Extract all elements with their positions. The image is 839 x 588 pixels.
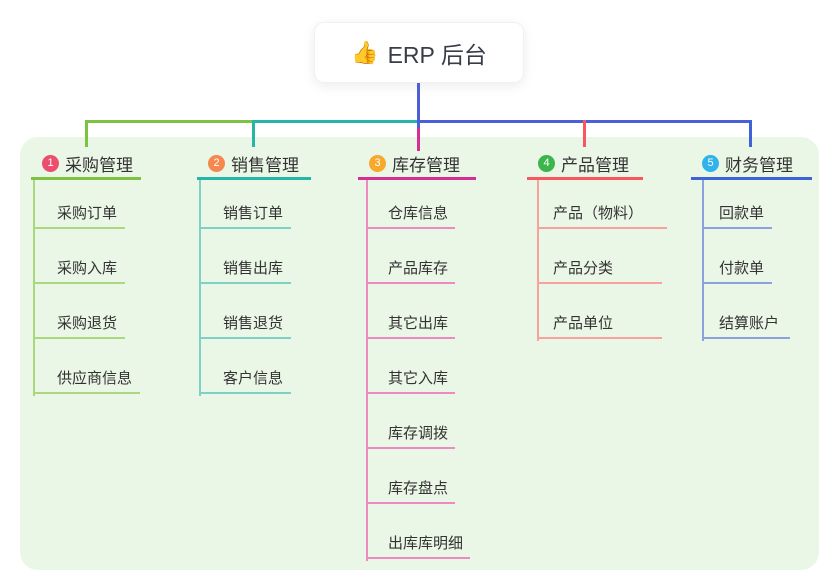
list-item[interactable]: 库存调拨 xyxy=(366,421,455,449)
branch-title-product[interactable]: 4 产品管理 xyxy=(527,149,643,180)
list-item[interactable]: 供应商信息 xyxy=(33,366,140,394)
branch-title-inventory[interactable]: 3 库存管理 xyxy=(358,149,476,180)
mindmap-panel xyxy=(20,137,819,570)
list-item[interactable]: 产品（物料） xyxy=(537,201,667,229)
branch-title-finance[interactable]: 5 财务管理 xyxy=(691,149,812,180)
badge-5: 5 xyxy=(702,154,719,172)
connector-drop-purchase xyxy=(85,120,88,147)
list-item[interactable]: 客户信息 xyxy=(199,366,291,394)
list-item[interactable]: 产品分类 xyxy=(537,256,662,284)
connector-rail-sales xyxy=(252,120,419,123)
branch-trunk-sales xyxy=(199,180,201,396)
list-item[interactable]: 结算账户 xyxy=(702,311,790,339)
thumbs-up-icon: 👍 xyxy=(351,39,379,65)
list-item[interactable]: 销售退货 xyxy=(199,311,291,339)
badge-1: 1 xyxy=(42,154,59,172)
root-stem-line xyxy=(417,83,420,128)
branch-title-purchase[interactable]: 1 采购管理 xyxy=(31,149,141,180)
branch-trunk-product xyxy=(537,180,539,341)
branch-label: 产品管理 xyxy=(561,155,629,175)
list-item[interactable]: 其它出库 xyxy=(366,311,455,339)
list-item[interactable]: 产品单位 xyxy=(537,311,662,339)
connector-drop-sales xyxy=(252,120,255,147)
list-item[interactable]: 采购退货 xyxy=(33,311,125,339)
badge-4: 4 xyxy=(538,154,555,172)
badge-2: 2 xyxy=(208,154,225,172)
list-item[interactable]: 销售出库 xyxy=(199,256,291,284)
list-item[interactable]: 其它入库 xyxy=(366,366,455,394)
connector-drop-product xyxy=(583,120,586,147)
branch-label: 销售管理 xyxy=(231,155,299,175)
connector-drop-finance xyxy=(749,120,752,147)
list-item[interactable]: 出库库明细 xyxy=(366,531,470,559)
badge-3: 3 xyxy=(369,154,386,172)
list-item[interactable]: 库存盘点 xyxy=(366,476,455,504)
root-node[interactable]: 👍 ERP 后台 xyxy=(314,22,524,83)
list-item[interactable]: 付款单 xyxy=(702,256,772,284)
connector-rail-purchase xyxy=(85,120,255,123)
branch-trunk-finance xyxy=(702,180,704,341)
branch-title-sales[interactable]: 2 销售管理 xyxy=(197,149,311,180)
list-item[interactable]: 仓库信息 xyxy=(366,201,455,229)
branch-trunk-purchase xyxy=(33,180,35,396)
list-item[interactable]: 销售订单 xyxy=(199,201,291,229)
list-item[interactable]: 产品库存 xyxy=(366,256,455,284)
branch-label: 库存管理 xyxy=(392,155,460,175)
branch-label: 财务管理 xyxy=(725,155,793,175)
list-item[interactable]: 采购订单 xyxy=(33,201,125,229)
list-item[interactable]: 回款单 xyxy=(702,201,772,229)
branch-label: 采购管理 xyxy=(65,155,133,175)
branch-trunk-inventory xyxy=(366,180,368,561)
root-title: ERP 后台 xyxy=(387,41,487,68)
list-item[interactable]: 采购入库 xyxy=(33,256,125,284)
connector-drop-inventory xyxy=(417,120,420,151)
